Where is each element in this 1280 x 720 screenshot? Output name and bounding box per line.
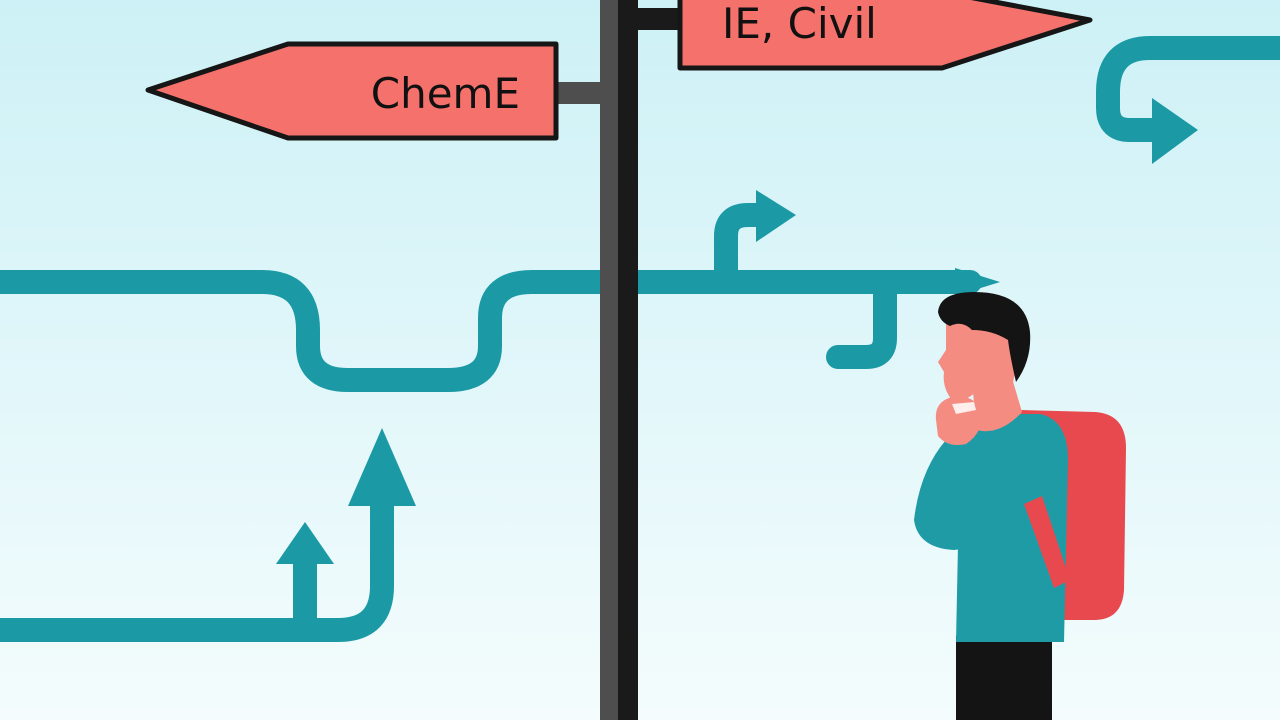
signpost-icon: ChemE IE, Civil <box>145 0 1093 720</box>
fingers <box>952 402 976 414</box>
branch-up-path <box>714 203 776 282</box>
arrow-up-icon <box>348 428 416 506</box>
signpost-pole-shade <box>618 0 638 720</box>
arrow-up-icon <box>276 522 334 564</box>
top-right-path <box>1096 36 1280 142</box>
arrow-right-icon <box>756 190 796 242</box>
sign-left-board <box>145 41 559 141</box>
pants <box>956 636 1052 720</box>
arrow-right-icon <box>1152 98 1198 164</box>
branch-down-path <box>826 282 897 369</box>
sign-right-label: IE, Civil <box>722 0 877 48</box>
arm <box>914 430 1055 550</box>
arrowheads <box>276 98 1198 564</box>
lower-path <box>0 478 394 642</box>
sign-left: ChemE <box>145 41 559 141</box>
sign-bracket-left <box>552 82 608 104</box>
path-network <box>0 36 1280 642</box>
arrow-right-icon <box>955 268 1000 296</box>
main-path <box>0 270 982 392</box>
sign-left-label: ChemE <box>371 69 520 118</box>
hair <box>938 292 1031 382</box>
student-figure <box>914 292 1126 720</box>
sign-right: IE, Civil <box>677 0 1093 71</box>
backpack-strap <box>1024 496 1070 588</box>
face <box>938 318 1017 401</box>
sign-right-board <box>677 0 1093 71</box>
sign-bracket-right <box>630 8 686 30</box>
